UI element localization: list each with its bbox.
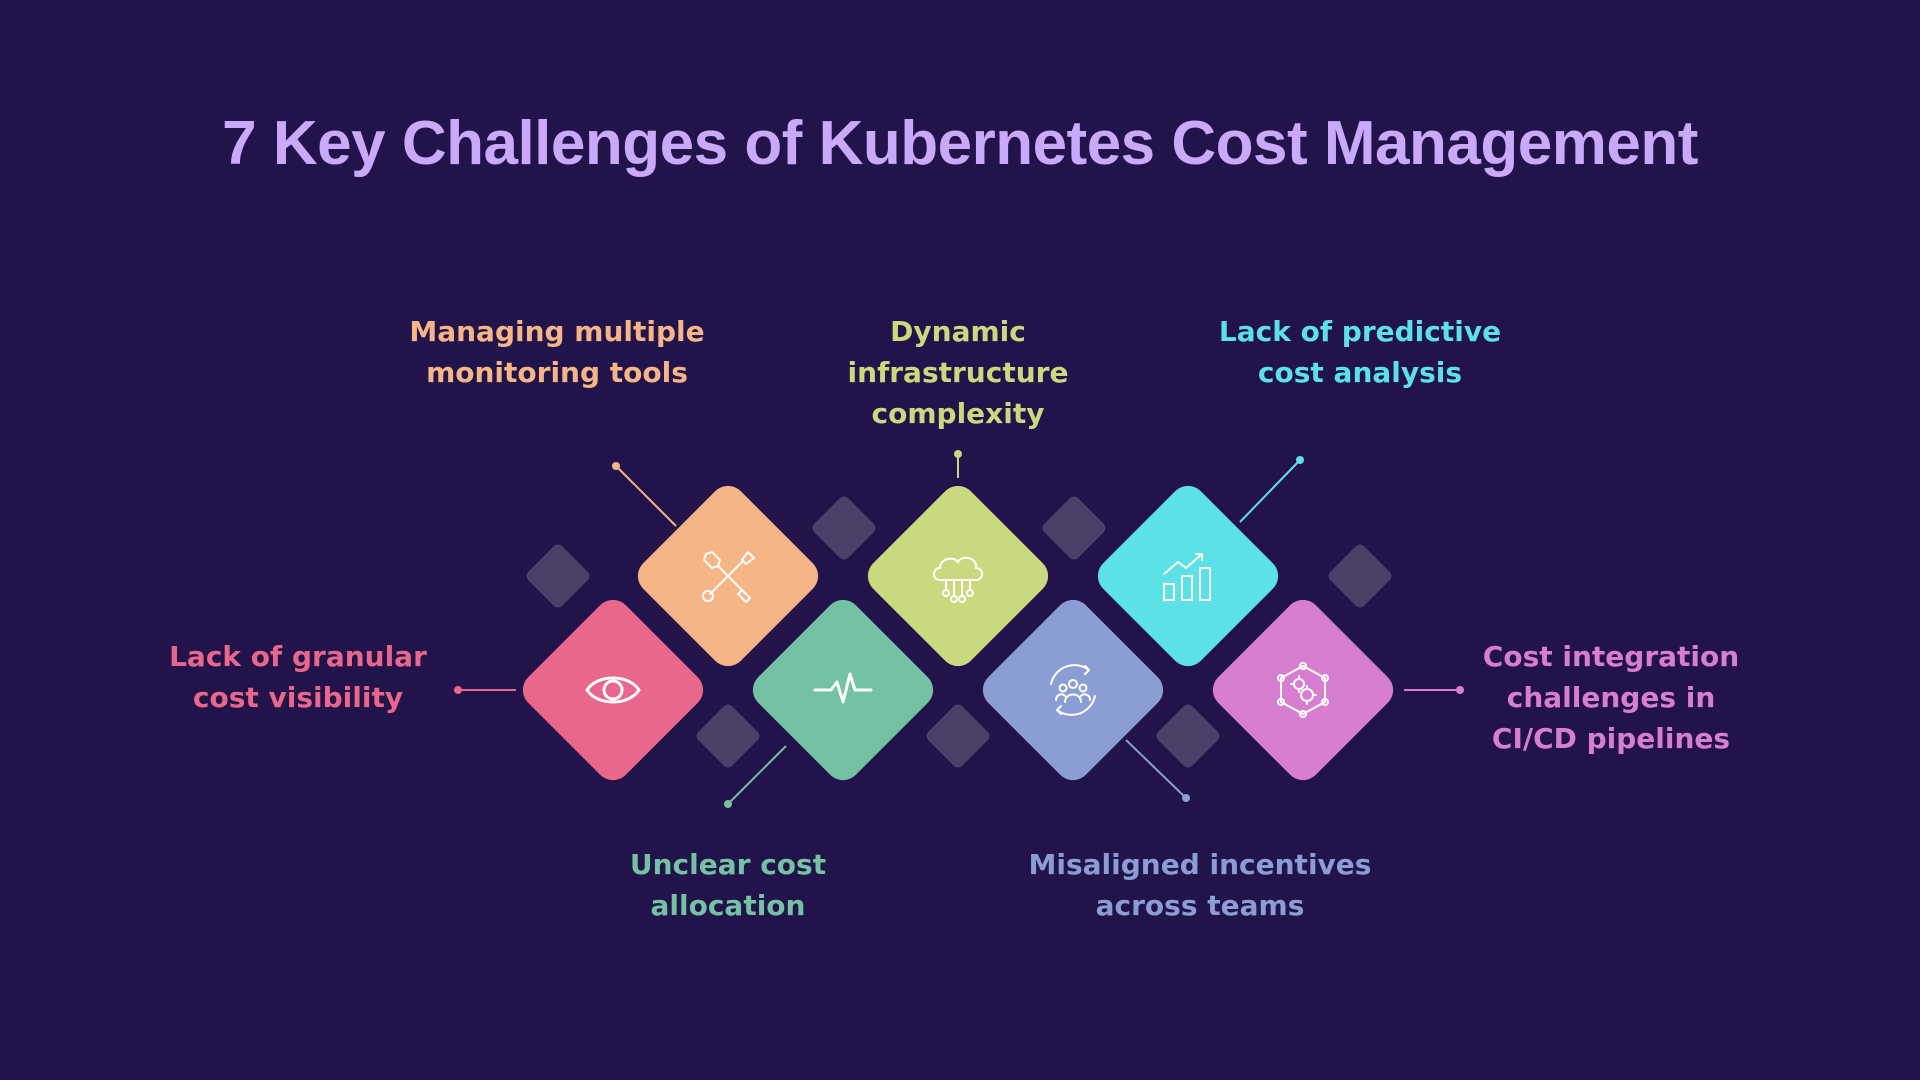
connector-dot-7 [1456,686,1464,694]
challenge-label-infra-complexity: Dynamic infrastructure complexity [778,311,1138,434]
page-title: 7 Key Challenges of Kubernetes Cost Mana… [222,109,1698,178]
connector-dot-3 [724,800,732,808]
label-line: Managing multiple [409,315,705,348]
label-line: cost visibility [192,681,404,714]
challenge-label-misaligned-incentives: Misaligned incentives across teams [1020,844,1380,926]
label-line: cost analysis [1257,356,1463,389]
label-line: Lack of predictive [1218,315,1502,348]
label-line: CI/CD pipelines [1491,722,1731,755]
pulse-icon [813,672,873,704]
connector-dot-2 [612,462,620,470]
wrench-screwdriver-icon [702,551,755,603]
challenge-label-predictive-analysis: Lack of predictive cost analysis [1200,311,1520,393]
challenge-label-cicd-integration: Cost integration challenges in CI/CD pip… [1461,636,1761,759]
growth-chart-icon [1163,553,1211,601]
label-line: challenges in [1506,681,1716,714]
label-line: allocation [650,889,806,922]
label-line: Unclear cost [629,848,827,881]
label-line: Lack of granular [169,640,427,673]
challenge-label-monitoring-tools: Managing multiple monitoring tools [397,311,717,393]
connector-dot-4 [954,450,962,458]
challenge-label-granular-visibility: Lack of granular cost visibility [148,636,448,718]
connector-6 [1239,459,1301,523]
label-line: Misaligned incentives [1028,848,1372,881]
connector-5 [1125,739,1187,799]
eye-icon [585,676,641,704]
gears-network-icon [1277,662,1329,718]
label-line: monitoring tools [426,356,688,389]
connector-2 [615,465,677,527]
label-line: Dynamic infrastructure [847,315,1069,389]
challenge-label-cost-allocation: Unclear cost allocation [578,844,878,926]
label-line: complexity [871,397,1045,430]
cloud-network-icon [933,556,983,603]
label-line: across teams [1095,889,1305,922]
connector-dot-6 [1296,456,1304,464]
team-cycle-icon [1050,664,1096,716]
connector-dot-5 [1182,794,1190,802]
connector-dot-1 [454,686,462,694]
label-line: Cost integration [1482,640,1740,673]
connector-3 [727,745,787,805]
